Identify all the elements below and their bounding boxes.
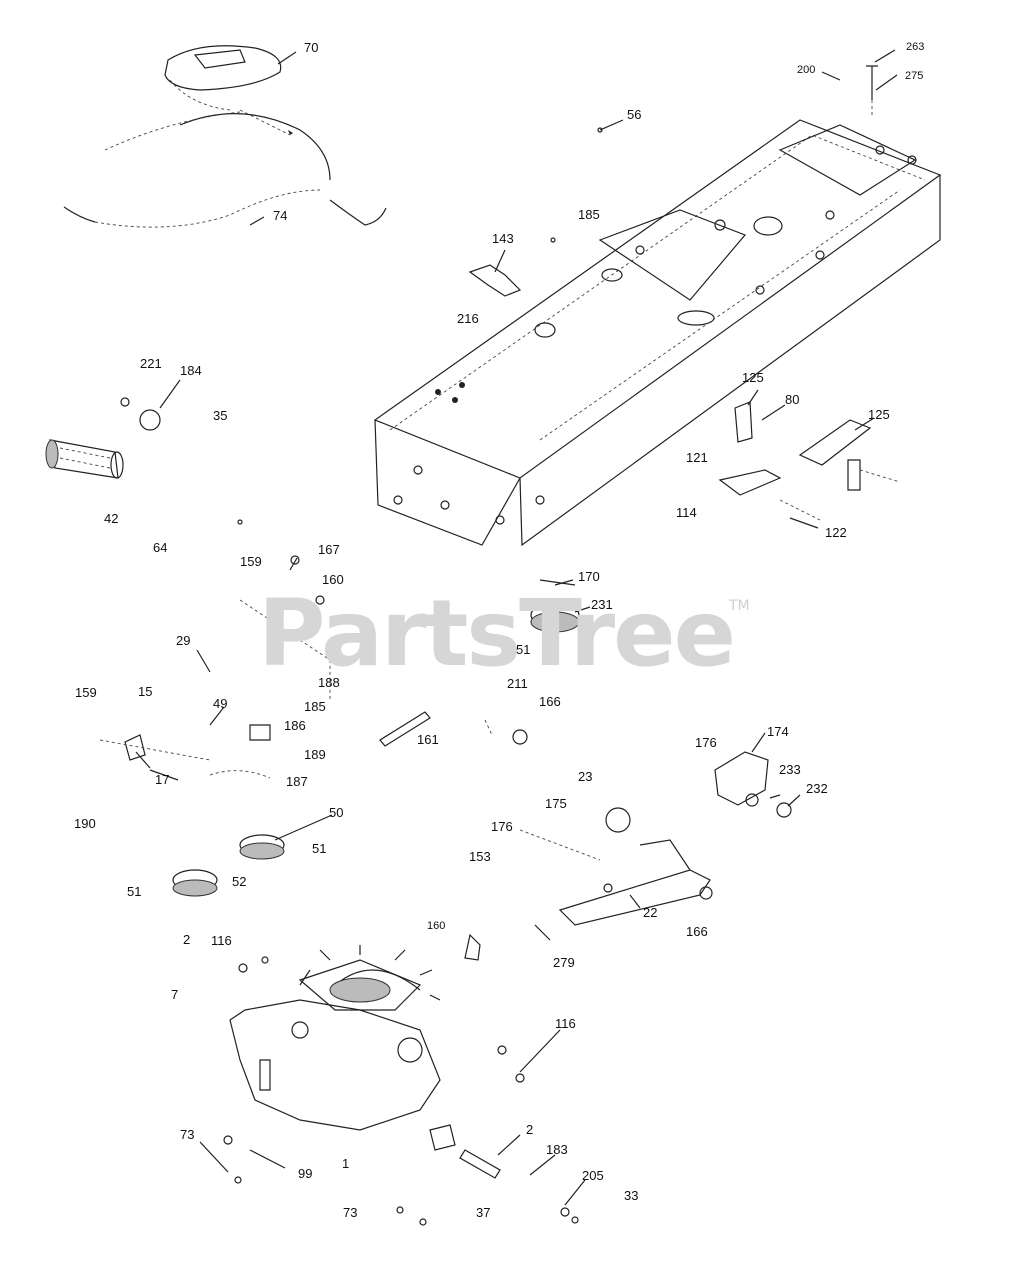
callout-label: 49 xyxy=(213,696,228,711)
callout-label: 189 xyxy=(304,747,326,762)
callout-label: 121 xyxy=(686,450,708,465)
pulley-231 xyxy=(530,579,580,633)
callout-label: 51 xyxy=(516,642,531,657)
callout-label: 15 xyxy=(138,684,153,699)
callout-label: 159 xyxy=(240,554,262,569)
callout-label: 33 xyxy=(624,1188,639,1203)
callout-label: 125 xyxy=(868,407,890,422)
callout-label: 231 xyxy=(591,597,613,612)
nut-221 xyxy=(120,397,130,407)
callout-label: 184 xyxy=(180,363,202,378)
linkage-assembly xyxy=(99,555,331,779)
callout-label: 17 xyxy=(155,772,170,787)
callout-label: 73 xyxy=(343,1205,358,1220)
callout-label: 275 xyxy=(905,70,924,82)
callout-label: 37 xyxy=(476,1205,491,1220)
callout-label: 7 xyxy=(171,987,179,1002)
callout-label: 175 xyxy=(545,796,567,811)
callout-label: 29 xyxy=(176,633,191,648)
callout-label: 221 xyxy=(140,356,162,371)
callout-label: 52 xyxy=(232,874,247,889)
callout-label: 159 xyxy=(75,685,97,700)
callout-label: 51 xyxy=(127,884,142,899)
callout-label: 205 xyxy=(582,1168,604,1183)
pulley-50 xyxy=(239,834,285,860)
bolt-211 xyxy=(484,719,493,736)
callout-label: 170 xyxy=(578,569,600,584)
callout-label: 216 xyxy=(457,311,479,326)
callout-label: 50 xyxy=(329,805,344,820)
bracket-143 xyxy=(468,264,522,297)
callout-label: 176 xyxy=(695,735,717,750)
callout-label: 2 xyxy=(526,1122,534,1137)
callout-label: 166 xyxy=(539,694,561,709)
callout-label: 42 xyxy=(104,511,119,526)
callout-label: 185 xyxy=(304,699,326,714)
bracket-125-80 xyxy=(718,401,901,521)
callout-label: 167 xyxy=(318,542,340,557)
callout-label: 233 xyxy=(779,762,801,777)
callout-label: 35 xyxy=(213,408,228,423)
callout-label: 186 xyxy=(284,718,306,733)
trademark-symbol: TM xyxy=(729,598,750,614)
callout-label: 211 xyxy=(507,676,528,691)
callout-label: 232 xyxy=(806,781,828,796)
callout-label: 188 xyxy=(318,675,340,690)
callout-label: 200 xyxy=(797,64,816,76)
callout-label: 74 xyxy=(273,208,288,223)
hardware-bits xyxy=(223,127,603,1226)
callout-label: 160 xyxy=(427,920,446,932)
seat-assembly xyxy=(63,45,387,228)
callout-label: 190 xyxy=(74,816,96,831)
watermark-logo: PartsTree xyxy=(258,580,736,687)
callout-label: 80 xyxy=(785,392,800,407)
callout-label: 166 xyxy=(686,924,708,939)
ball-23 xyxy=(605,807,631,833)
callout-label: 70 xyxy=(304,40,319,55)
callout-label: 160 xyxy=(322,572,344,587)
callout-label: 22 xyxy=(643,905,658,920)
bracket-160 xyxy=(464,933,481,961)
bolt-263 xyxy=(866,65,878,118)
callout-label: 174 xyxy=(767,724,789,739)
transaxle-assembly xyxy=(229,945,501,1179)
callout-label: 2 xyxy=(183,932,191,947)
callout-label: 1 xyxy=(342,1156,350,1171)
callout-label: 143 xyxy=(492,231,514,246)
callout-label: 51 xyxy=(312,841,327,856)
callout-label: 125 xyxy=(742,370,764,385)
leader-lines xyxy=(135,49,898,1206)
pin-161 xyxy=(379,711,431,747)
callout-label: 161 xyxy=(417,732,439,747)
callout-label: 99 xyxy=(298,1166,313,1181)
callout-label: 187 xyxy=(286,774,308,789)
callout-label: 176 xyxy=(491,819,513,834)
shaft-153 xyxy=(519,829,713,926)
washer-184 xyxy=(139,409,161,431)
pulley-52 xyxy=(172,869,218,897)
callout-label: 116 xyxy=(211,933,232,948)
hub-174 xyxy=(714,751,792,818)
callout-label: 122 xyxy=(825,525,847,540)
callout-label: 183 xyxy=(546,1142,568,1157)
callout-label: 23 xyxy=(578,769,593,784)
callout-label: 185 xyxy=(578,207,600,222)
callout-label: 263 xyxy=(906,41,925,53)
callout-label: 116 xyxy=(555,1016,576,1031)
callout-label: 153 xyxy=(469,849,491,864)
callout-label: 64 xyxy=(153,540,168,555)
callout-label: 279 xyxy=(553,955,575,970)
callout-label: 56 xyxy=(627,107,642,122)
callout-label: 73 xyxy=(180,1127,195,1142)
roller-42 xyxy=(45,439,124,479)
nut-166 xyxy=(512,729,528,745)
frame-assembly xyxy=(373,119,942,547)
callout-label: 114 xyxy=(676,505,697,520)
